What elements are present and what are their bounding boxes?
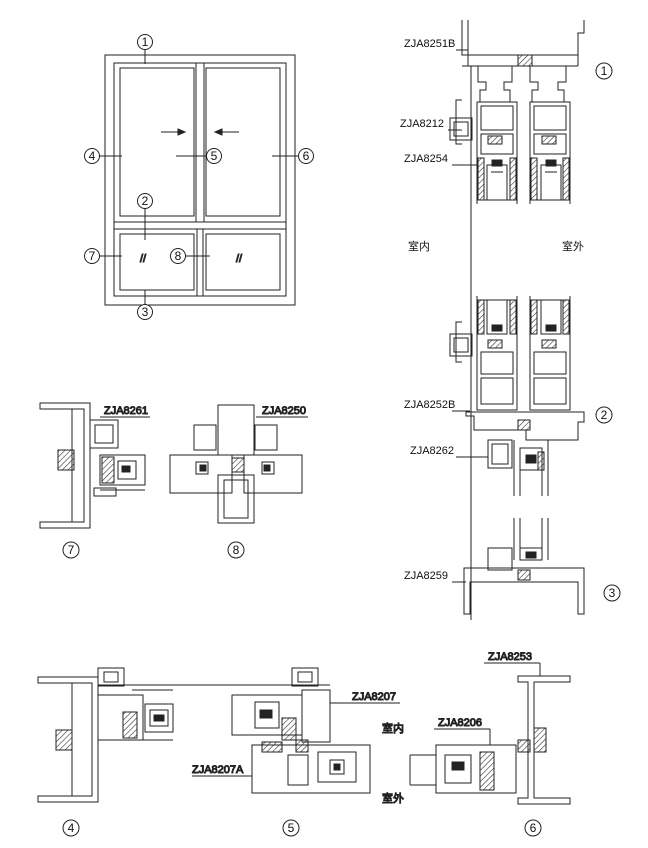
section-marker-3: 3 xyxy=(609,586,616,600)
marker-8: 8 xyxy=(175,249,182,263)
label-zja8261: ZJA8261 xyxy=(104,405,148,417)
vertical-section-top xyxy=(449,20,585,620)
label-zja8254: ZJA8254 xyxy=(404,153,448,165)
section-marker-7: 7 xyxy=(68,543,75,557)
marker-3: 3 xyxy=(142,305,149,319)
outdoor-label-2: 室外 xyxy=(382,791,404,805)
marker-1: 1 xyxy=(142,35,149,49)
section-marker-6-bottom: 6 xyxy=(530,821,537,835)
label-zja8207a: ZJA8207A xyxy=(192,764,244,776)
section-marker-1: 1 xyxy=(601,64,608,78)
vertical-section-middle xyxy=(449,200,571,411)
section-7: ZJA8261 xyxy=(39,402,150,529)
indoor-label: 室内 xyxy=(408,239,430,253)
section-6: ZJA8253 ZJA8206 xyxy=(409,651,571,805)
label-zja8251b: ZJA8251B xyxy=(404,38,455,50)
marker-7: 7 xyxy=(89,249,96,263)
section-5: ZJA8207 ZJA8207A 室内 室外 xyxy=(192,667,405,806)
section-4-marker-ring xyxy=(62,819,80,837)
glass-mark: // xyxy=(236,253,243,265)
indoor-label-2: 室内 xyxy=(382,721,404,735)
label-zja8206: ZJA8206 xyxy=(438,717,482,729)
window-elevation: // // xyxy=(98,50,298,306)
label-zja8253: ZJA8253 xyxy=(488,651,532,663)
vertical-section-labels: ZJA8251B ZJA8212 ZJA8254 ZJA8252B ZJA826… xyxy=(400,38,621,602)
label-zja8259: ZJA8259 xyxy=(404,570,448,582)
section-6-marker-ring xyxy=(524,819,542,837)
label-zja8250: ZJA8250 xyxy=(262,405,306,417)
section-4 xyxy=(37,667,330,803)
elevation-markers: 1 2 3 4 5 6 7 8 xyxy=(84,34,314,320)
section-5-marker-ring xyxy=(282,819,300,837)
section-marker-4-bottom: 4 xyxy=(68,821,75,835)
label-zja8252b: ZJA8252B xyxy=(404,399,455,411)
section-marker-2: 2 xyxy=(601,408,608,422)
marker-4: 4 xyxy=(89,149,96,163)
label-zja8262: ZJA8262 xyxy=(410,445,454,457)
section-marker-5-bottom: 5 xyxy=(288,821,295,835)
outdoor-label: 室外 xyxy=(562,239,584,253)
section-8: ZJA8250 xyxy=(169,404,308,524)
section-marker-8: 8 xyxy=(233,543,240,557)
label-zja8207: ZJA8207 xyxy=(352,691,396,703)
label-zja8212: ZJA8212 xyxy=(400,118,444,130)
section-8-marker-ring xyxy=(227,541,245,559)
marker-6: 6 xyxy=(303,149,310,163)
vertical-section-bottom xyxy=(463,518,585,615)
marker-5: 5 xyxy=(211,149,218,163)
vertical-section-sill xyxy=(465,411,585,496)
marker-2: 2 xyxy=(142,194,149,208)
glass-mark: // xyxy=(140,253,147,265)
section-7-marker-ring xyxy=(62,541,80,559)
